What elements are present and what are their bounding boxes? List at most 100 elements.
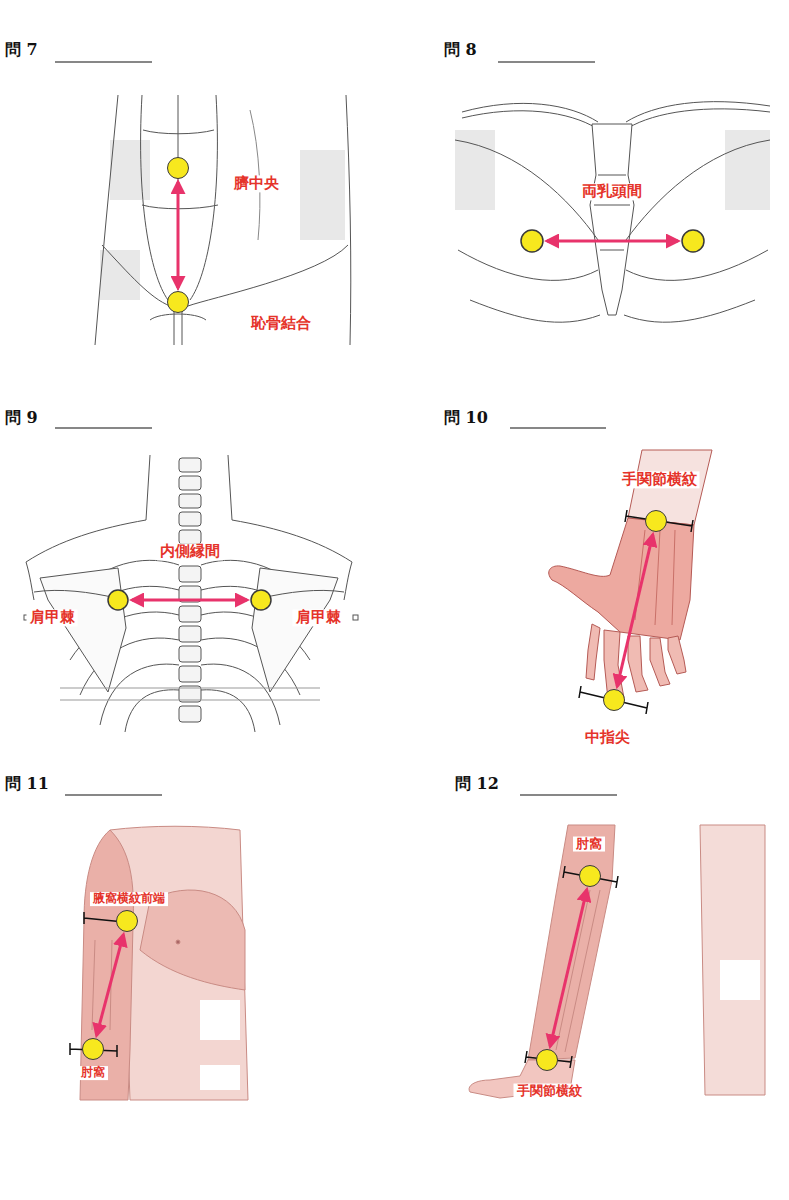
hand-drawing <box>650 638 670 686</box>
abdomen-drawing <box>300 150 345 240</box>
abdomen-drawing <box>143 130 214 134</box>
hand-drawing <box>635 530 675 625</box>
back-skeleton-drawing <box>353 615 358 620</box>
answer-blank <box>510 427 606 428</box>
chest-drawing <box>470 300 755 322</box>
measure-arrow <box>132 599 247 602</box>
measure-arrow <box>177 182 180 288</box>
back-skeleton-drawing <box>179 626 201 642</box>
landmark-label: 手関節横紋 <box>619 471 700 488</box>
abdomen-drawing <box>346 95 351 345</box>
back-skeleton-drawing <box>179 512 201 526</box>
abdomen-drawing <box>142 205 218 209</box>
chest-drawing <box>462 111 596 128</box>
hand-drawing <box>549 518 694 640</box>
landmark-label: 恥骨結合 <box>248 315 314 332</box>
answer-blank <box>498 61 595 62</box>
chest-drawing <box>590 124 634 315</box>
back-skeleton-drawing <box>179 666 201 682</box>
forearm-drawing <box>469 825 765 1098</box>
answer-blank <box>520 794 617 795</box>
upper-arm-drawing <box>80 830 133 1100</box>
abdomen-drawing <box>141 95 168 300</box>
chest-drawing <box>455 102 770 323</box>
abdomen-drawing <box>188 245 348 306</box>
abdomen-drawing <box>178 95 179 290</box>
landmark-dot <box>521 230 543 252</box>
back-skeleton-drawing <box>179 494 201 508</box>
landmark-label: 肘窩 <box>78 1066 108 1080</box>
landmark-dot: 肘窩 <box>579 865 601 887</box>
abdomen-drawing <box>174 310 182 345</box>
question-number: 問 8 <box>444 40 477 59</box>
back-skeleton-drawing <box>26 455 150 562</box>
question-number: 問 9 <box>5 408 38 427</box>
measure-tick <box>563 866 618 888</box>
chest-drawing <box>628 109 770 128</box>
back-skeleton-drawing <box>34 590 344 598</box>
landmark-label: 中指尖 <box>582 729 633 746</box>
landmark-dot <box>108 230 704 610</box>
hand-drawing <box>668 636 686 674</box>
back-skeleton-drawing <box>60 688 320 700</box>
abdomen-drawing <box>110 140 150 200</box>
landmark-dot: 腋窩横紋前端 <box>116 910 138 932</box>
measure-label: 両乳頭間 <box>579 183 645 200</box>
question-number: 問 7 <box>5 40 38 59</box>
abdomen-drawing <box>190 95 217 300</box>
chest-drawing <box>455 130 495 210</box>
chest-drawing <box>725 130 770 210</box>
measure-label: 肩甲棘 <box>27 609 78 626</box>
landmark-label: 腋窩横紋前端 <box>90 892 168 906</box>
back-skeleton-drawing <box>179 476 201 490</box>
question-number: 問 10 <box>444 408 488 427</box>
forearm-drawing <box>700 825 765 1095</box>
forearm-drawing <box>720 960 760 1000</box>
hand-drawing <box>586 624 600 680</box>
upper-arm-drawing <box>200 1000 240 1040</box>
landmark-label: 臍中央 <box>231 175 282 192</box>
landmark-dot <box>682 230 704 252</box>
landmark-dot <box>251 590 271 610</box>
measure-label: 内側縁間 <box>157 543 223 560</box>
landmark-dot: 手関節横紋 <box>645 510 667 532</box>
forearm-drawing <box>556 890 600 1052</box>
back-skeleton-drawing <box>40 568 126 692</box>
back-skeleton-drawing <box>179 458 201 472</box>
upper-arm-drawing <box>176 940 180 944</box>
back-skeleton-drawing <box>26 562 352 600</box>
measure-tick <box>70 510 693 1068</box>
back-skeleton-drawing <box>179 566 201 582</box>
back-skeleton-drawing <box>179 646 201 662</box>
measure-tick <box>579 686 648 714</box>
landmark-dot <box>108 590 128 610</box>
back-skeleton-drawing <box>24 455 358 732</box>
landmark-dot: 臍中央 <box>167 157 189 179</box>
measure-arrow <box>547 240 678 243</box>
question-number: 問 11 <box>5 774 49 793</box>
back-skeleton-drawing <box>179 458 201 722</box>
back-skeleton-drawing <box>179 706 201 722</box>
measure-arrow <box>550 890 587 1047</box>
forearm-drawing <box>528 825 615 1060</box>
landmark-dot: 恥骨結合 <box>167 291 189 313</box>
abdomen-drawing <box>95 95 118 345</box>
back-skeleton-drawing <box>179 606 201 622</box>
abdomen-drawing <box>100 250 140 300</box>
abdomen-drawing <box>102 245 170 306</box>
chest-drawing <box>626 250 768 280</box>
abdomen-drawing <box>95 95 351 345</box>
measure-arrow <box>617 535 653 687</box>
measure-arrow <box>97 935 124 1036</box>
measure-label: 肩甲棘 <box>293 609 344 626</box>
chest-drawing <box>455 140 598 240</box>
landmark-dot: 中指尖 <box>603 689 625 711</box>
back-skeleton-drawing <box>228 455 352 562</box>
back-skeleton-drawing <box>179 530 201 544</box>
answer-blank <box>65 794 162 795</box>
back-skeleton-drawing <box>125 690 255 732</box>
back-skeleton-drawing <box>100 664 280 725</box>
question-number: 問 12 <box>455 774 499 793</box>
landmark-dot: 手関節横紋 <box>536 1049 558 1071</box>
